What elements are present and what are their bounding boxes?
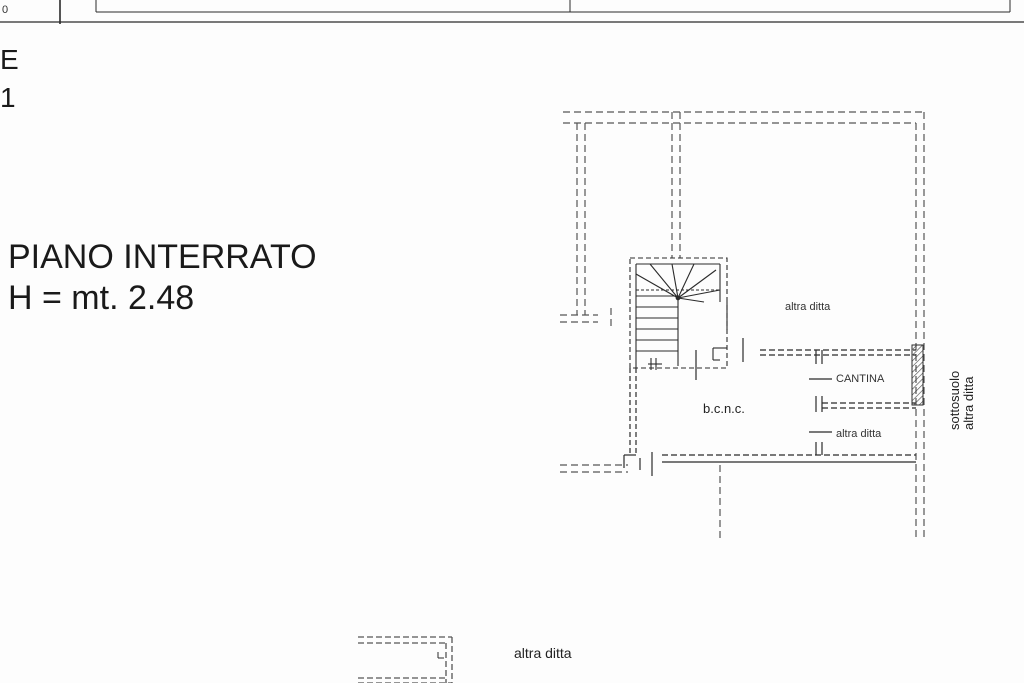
- label-bcnc: b.c.n.c.: [703, 401, 745, 416]
- legend-mark: [437, 652, 444, 659]
- side-label-text: sottosuolo altra ditta: [947, 370, 976, 430]
- label-sottosuolo: sottosuolo: [947, 370, 962, 430]
- legend-symbol: [358, 636, 453, 683]
- sheet-digit: 1: [0, 82, 16, 113]
- legend-label-altra-ditta: altra ditta: [514, 645, 572, 661]
- cantina-room: [809, 344, 924, 455]
- floor-title: PIANO INTERRATO: [8, 238, 317, 276]
- title-block-number: 0: [2, 4, 9, 16]
- label-altra-ditta-bottom: altra ditta: [836, 428, 882, 440]
- title-block-fragment: [0, 0, 1024, 24]
- outer-perimeter: [560, 111, 925, 540]
- side-label: sottosuolo altra ditta: [947, 330, 984, 430]
- label-altra-ditta-top: altra ditta: [785, 301, 831, 313]
- bcnc-walls: [623, 338, 916, 476]
- floor-height: H = mt. 2.48: [8, 279, 195, 317]
- label-cantina: CANTINA: [836, 373, 885, 385]
- label-altra-ditta-side: altra ditta: [961, 376, 976, 430]
- sheet-letter: E: [0, 44, 19, 75]
- stairwell: [629, 257, 728, 370]
